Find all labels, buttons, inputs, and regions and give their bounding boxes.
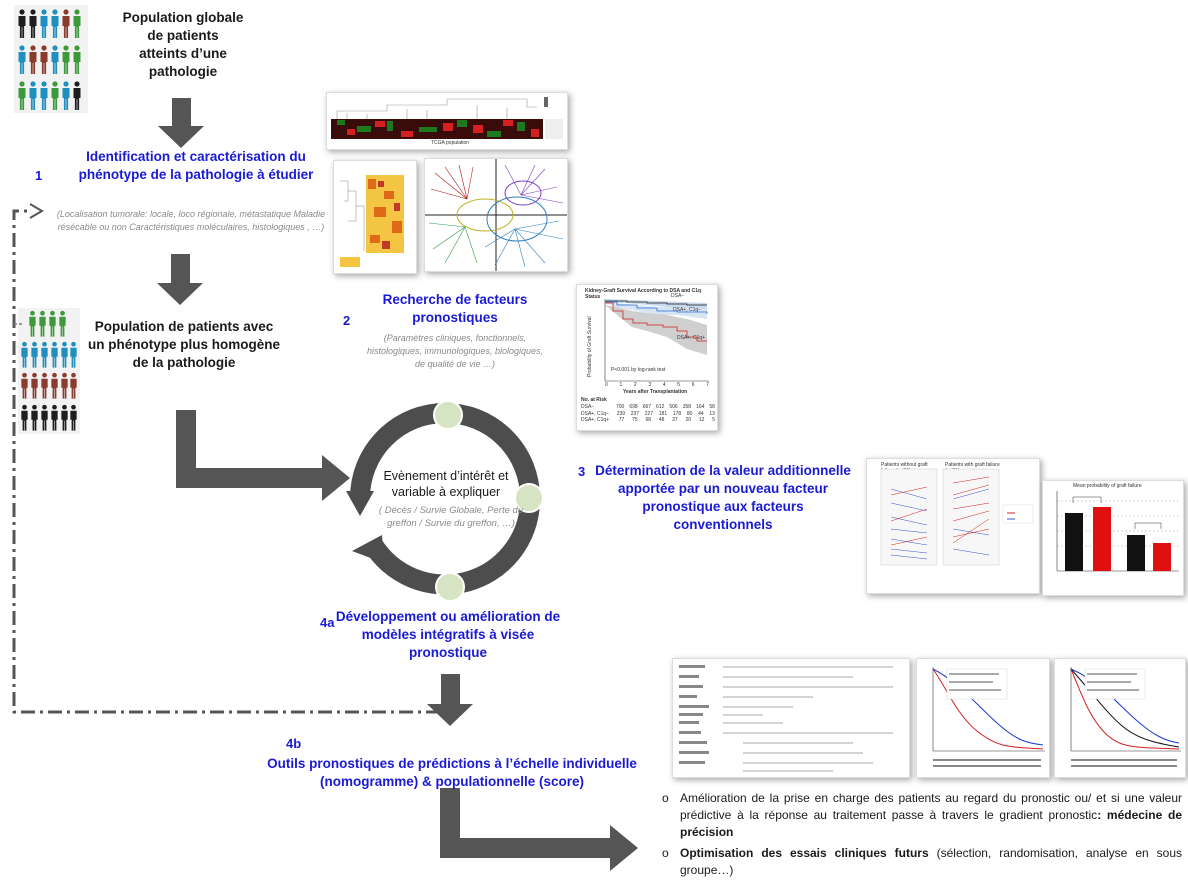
heatmap-thumbnail: TCGA population — [326, 92, 568, 150]
outcome-item: Optimisation des essais cliniques futurs… — [658, 845, 1182, 879]
km-risk-header: No. at Risk — [581, 397, 607, 403]
bar-chart-title: Mean probability of graft failure — [1073, 483, 1142, 489]
step2-title: Recherche de facteurs pronostiques — [382, 292, 528, 325]
bar — [1153, 543, 1171, 571]
km-line-dsa-neg — [605, 300, 707, 306]
bar — [1127, 535, 1145, 571]
arrow-down-2 — [157, 254, 203, 305]
step4a-number: 4a — [320, 615, 335, 630]
cycle-title: Evènement d’intérêt et variable à expliq… — [383, 469, 509, 499]
step1-details: (Localisation tumorale: locale, loco rég… — [56, 209, 326, 232]
cycle-diagram — [346, 400, 544, 602]
feedback-loop-line — [12, 209, 440, 714]
arrow-elbow-cycle — [176, 410, 350, 501]
step4a-title: Développement ou amélioration de modèles… — [335, 609, 561, 660]
bar-chart-thumbnail: Mean probability of graft failure — [1042, 480, 1184, 596]
cycle-node-top — [433, 400, 463, 430]
step1-number: 1 — [35, 168, 43, 183]
step2-details: (Paramètres cliniques, fonctionnels, his… — [366, 333, 544, 369]
clustered-heatmap-thumbnail — [333, 160, 417, 274]
km-pvalue: P<0.001 by log-rank test — [611, 367, 666, 373]
population-global-label: Population globale de patients atteints … — [122, 10, 244, 79]
bar — [1065, 513, 1083, 571]
nomogram-thumbnail — [672, 658, 910, 778]
outcomes-list: Amélioration de la prise en charge des p… — [658, 790, 1182, 883]
population-homogene-label: Population de patients avec un phénotype… — [88, 319, 280, 370]
arrow-elbow-outcomes — [440, 788, 638, 871]
survival-curve-b-thumbnail — [1054, 658, 1186, 778]
km-series-label: DSA− — [671, 293, 685, 299]
km-line-c1q-pos — [605, 302, 707, 342]
people-subgroups-icon — [18, 308, 80, 434]
step3-number: 3 — [578, 464, 586, 479]
people-group-icon — [14, 5, 88, 113]
outcome-item: Amélioration de la prise en charge des p… — [658, 790, 1182, 841]
arrow-down-4a — [427, 674, 473, 726]
slope-chart-thumbnail: Patients without graft failure (n=53) Pa… — [866, 458, 1040, 594]
cycle-arrow-bottom — [363, 501, 540, 595]
km-xlabel: Years after Transplantation — [623, 389, 688, 395]
cycle-node-bottom — [435, 572, 465, 602]
km-title: Kidney-Graft Survival According to DSA a… — [585, 288, 702, 300]
km-line-c1q-neg — [605, 301, 708, 314]
step1-title: Identification et caractérisation du phé… — [78, 149, 314, 182]
cycle-details: ( Décès / Survie Globale, Perte du greff… — [378, 505, 524, 529]
step2-number: 2 — [343, 313, 351, 328]
cycle-node-right — [514, 483, 544, 513]
km-series-label: DSA+, C1q+ — [677, 335, 706, 341]
heatmap-caption: TCGA population — [431, 140, 470, 146]
survival-curve-a-thumbnail — [916, 658, 1050, 778]
km-series-label: DSA+, C1q− — [673, 307, 702, 313]
arrow-down-1 — [158, 98, 204, 148]
step3-title: Détermination de la valeur additionnelle… — [595, 463, 851, 532]
feedback-arrow-head — [29, 203, 44, 219]
step4b-number: 4b — [286, 736, 302, 751]
step4b-title: Outils pronostiques de prédictions à l’é… — [267, 756, 637, 789]
kaplan-meier-thumbnail: Kidney-Graft Survival According to DSA a… — [576, 284, 718, 431]
network-plot-thumbnail — [424, 158, 568, 272]
km-ylabel: Probability of Graft Survival — [587, 316, 593, 377]
bar — [1093, 507, 1111, 571]
